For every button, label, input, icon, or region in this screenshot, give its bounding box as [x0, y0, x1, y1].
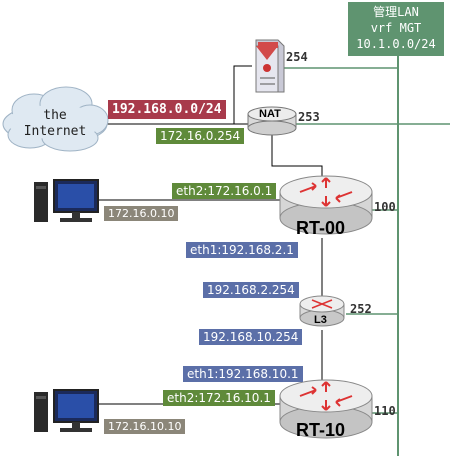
l3-switch-icon — [299, 295, 345, 327]
link-fw-nat — [233, 65, 252, 124]
l3-id: 252 — [350, 302, 372, 316]
rt00-eth2-label: eth2:172.16.0.1 — [172, 183, 277, 199]
pc-top-ip-label: 172.16.0.10 — [104, 206, 179, 221]
firewall-id: 254 — [286, 50, 308, 64]
rt10-router-icon — [279, 379, 373, 439]
rt00-eth1-label: eth1:192.168.2.1 — [186, 242, 298, 258]
nat-name: NAT — [259, 108, 281, 120]
mgmt-vrf: vrf MGT — [370, 21, 422, 35]
rt00-id: 100 — [374, 200, 396, 214]
mgmt-subnet: 10.1.0.0/24 — [356, 37, 436, 51]
pc-bottom-icon — [34, 389, 99, 432]
rt00-name: RT-00 — [296, 218, 346, 238]
link-nat-rt00 — [271, 134, 323, 180]
rt10-eth2-label: eth2:172.16.10.1 — [163, 390, 275, 406]
mgmt-title: 管理LAN — [373, 5, 419, 19]
internet-cloud-icon — [2, 86, 109, 152]
rt10-id: 110 — [374, 404, 396, 418]
rt10-eth1-label: eth1:192.168.10.1 — [183, 366, 303, 382]
nat-id: 253 — [298, 110, 320, 124]
l3-name: L3 — [314, 314, 327, 326]
mgmt-lan-box: 管理LAN vrf MGT 10.1.0.0/24 — [348, 2, 444, 56]
l3-ip-down-label: 192.168.10.254 — [199, 329, 303, 345]
internet-label-line1: the — [43, 108, 67, 123]
wan-subnet-label: 192.168.0.0/24 — [108, 100, 226, 119]
nat-inside-ip-label: 172.16.0.254 — [156, 128, 245, 144]
rt00-router-icon — [279, 175, 373, 235]
rt10-name: RT-10 — [296, 420, 346, 440]
l3-ip-up-label: 192.168.2.254 — [203, 282, 299, 298]
pc-bottom-ip-label: 172.16.10.10 — [104, 419, 186, 434]
nat-router-icon — [247, 106, 297, 136]
internet-label: the Internet — [22, 108, 88, 140]
internet-label-line2: Internet — [23, 124, 87, 139]
firewall-icon — [255, 39, 285, 93]
pc-top-icon — [34, 179, 99, 222]
